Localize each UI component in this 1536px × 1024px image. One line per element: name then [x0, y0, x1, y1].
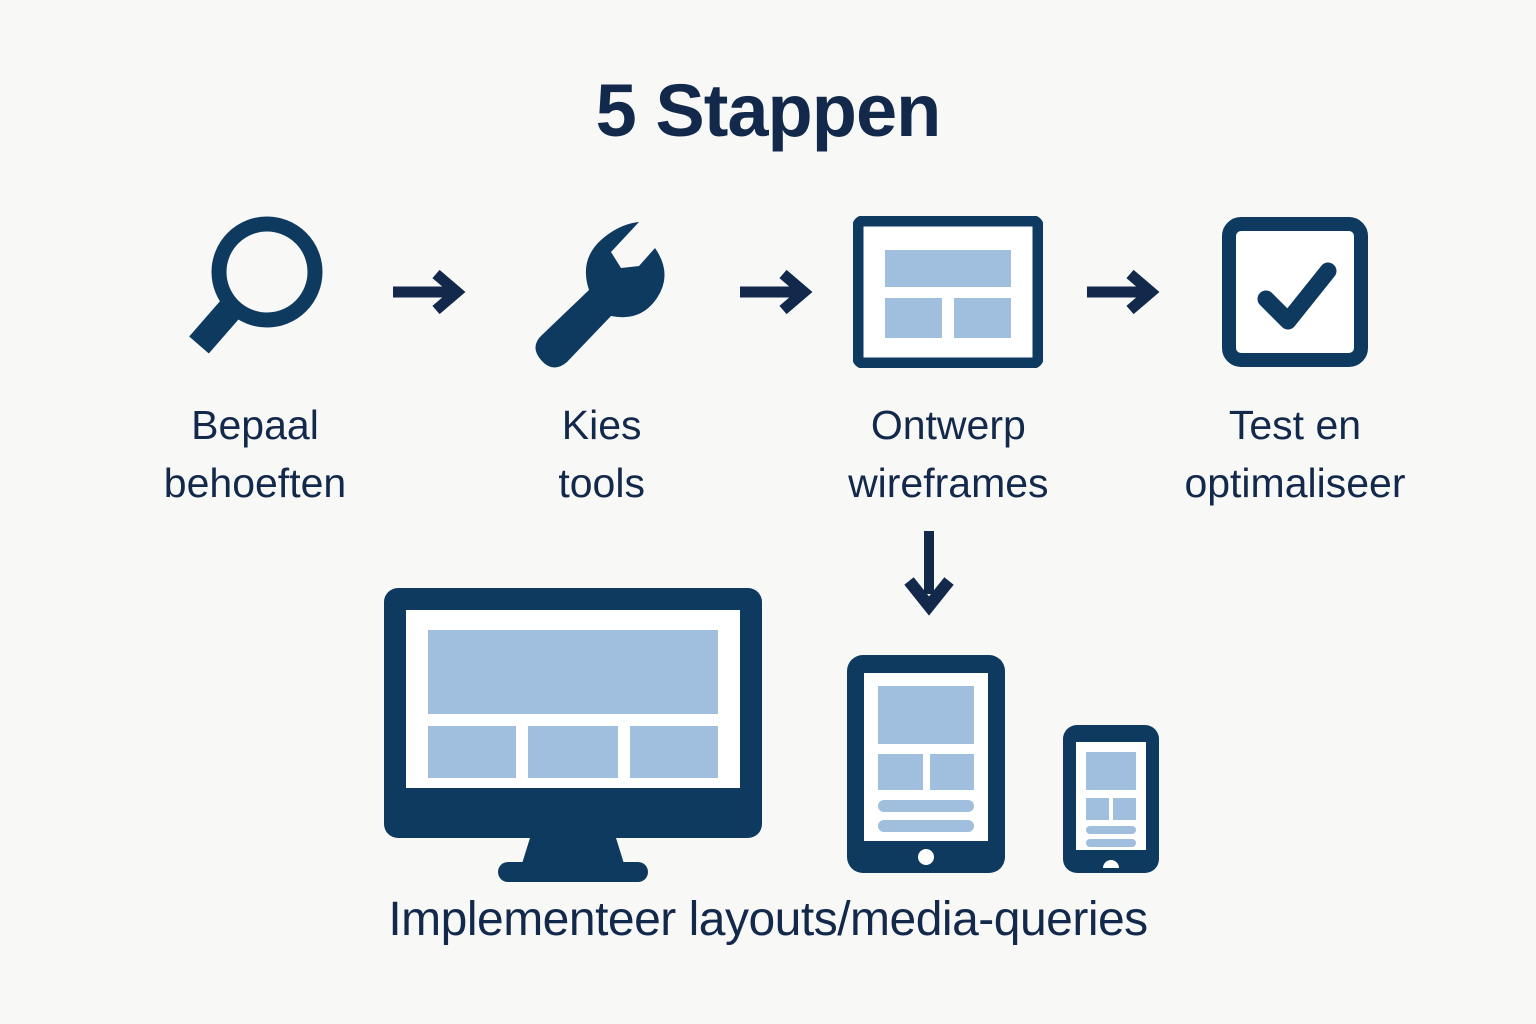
arrow-down-icon: [900, 528, 958, 616]
devices-row: [370, 572, 1190, 882]
step-design-wireframes: Ontwerp wireframes: [833, 212, 1063, 512]
arrow-right-icon-2: [727, 212, 823, 372]
wireframe-icon: [853, 212, 1044, 372]
steps-row: Bepaal behoeften Kies tools: [140, 212, 1410, 532]
arrow-right-icon-3: [1074, 212, 1170, 372]
desktop-monitor-icon: [378, 582, 768, 882]
wrench-icon: [527, 212, 677, 372]
page-title: 5 Stappen: [595, 69, 942, 152]
arrow-right-icon-1: [380, 212, 476, 372]
step-label: Test en optimaliseer: [1184, 402, 1406, 507]
magnifier-icon: [175, 212, 335, 372]
step-determine-needs: Bepaal behoeften: [140, 212, 370, 512]
phone-icon: [1058, 720, 1164, 878]
tablet-icon: [842, 650, 1010, 878]
checkbox-icon: [1221, 212, 1368, 372]
step-label: Bepaal behoeften: [163, 402, 347, 507]
step-label: Kies tools: [558, 402, 645, 507]
step-choose-tools: Kies tools: [487, 212, 717, 512]
step-test-optimize: Test en optimaliseer: [1180, 212, 1410, 512]
devices-caption: Implementeer layouts/media-queries: [388, 893, 1148, 946]
step-label: Ontwerp wireframes: [848, 402, 1049, 507]
